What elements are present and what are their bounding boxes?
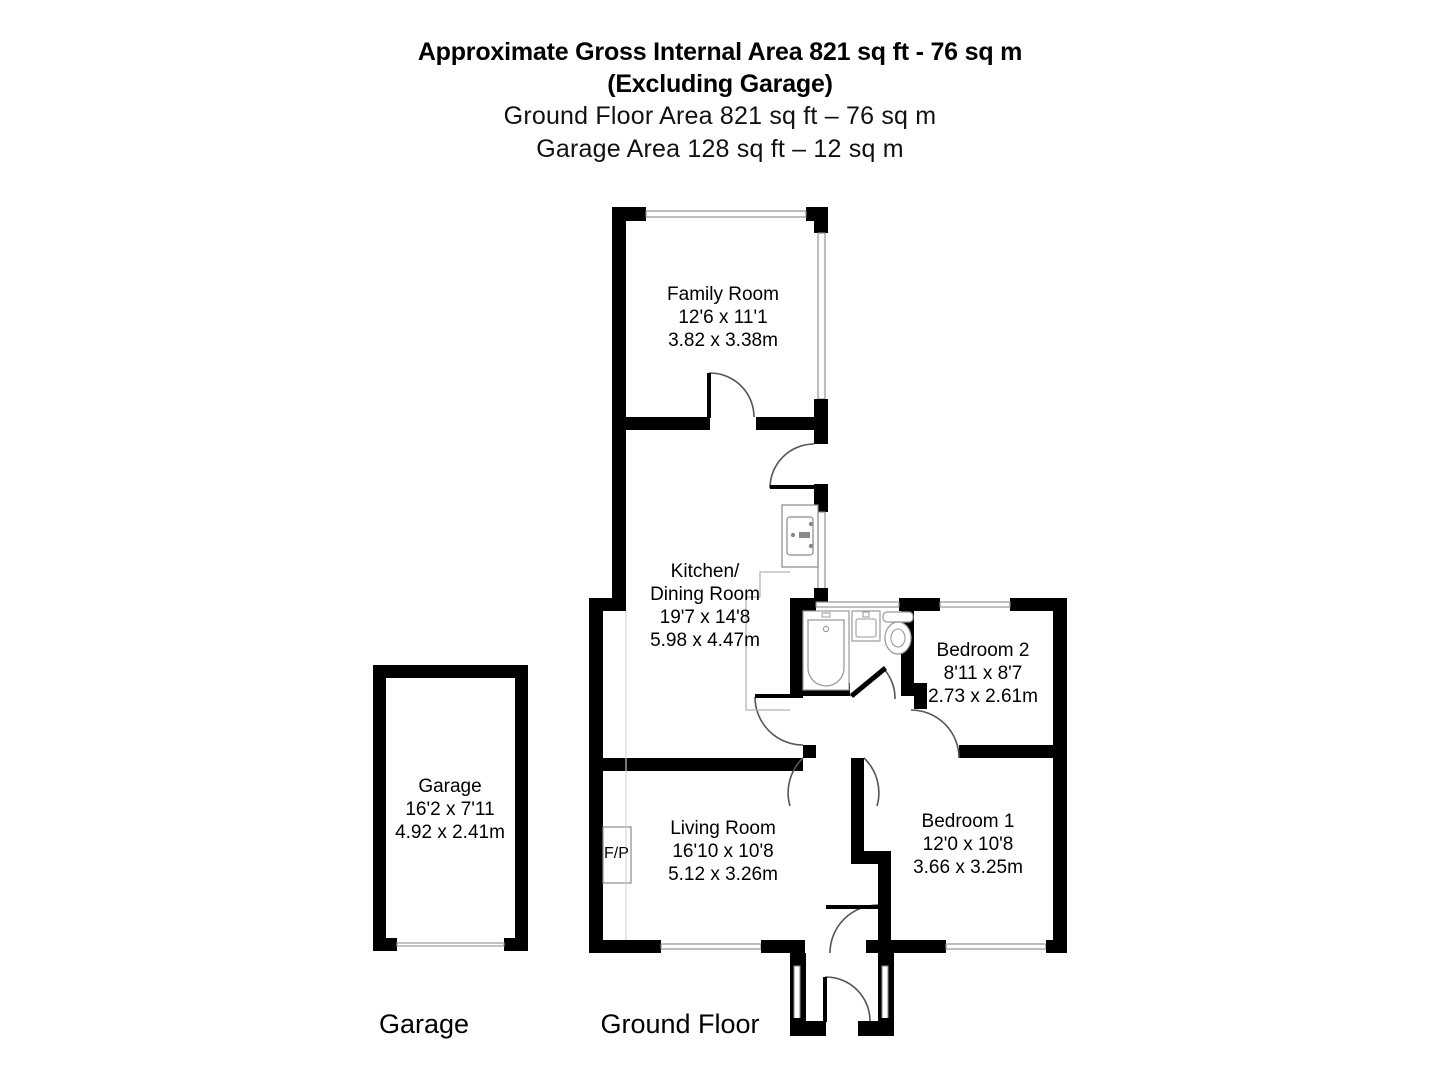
header-line-2: (Excluding Garage) [607,70,833,98]
room-label-family-room: Family Room 12'6 x 11'1 3.82 x 3.38m [667,283,779,352]
bathtub-icon [802,610,850,691]
header-line-3: Ground Floor Area 821 sq ft – 76 sq m [503,102,937,130]
bedroom-2-metric: 2.73 x 2.61m [928,686,1038,707]
kitchen-dining-imperial: 19'7 x 14'8 [659,607,751,628]
bedroom-2-name: Bedroom 2 [936,640,1030,661]
floor-label-garage: Garage [378,1009,470,1039]
living-room-name: Living Room [670,818,776,839]
kitchen-dining-name-2: Dining Room [650,584,760,605]
bedroom-2-imperial: 8'11 x 8'7 [943,663,1023,684]
fireplace-label: F/P [604,845,629,862]
header-line-4: Garage Area 128 sq ft – 12 sq m [536,135,904,163]
bedroom-1-imperial: 12'0 x 10'8 [922,834,1014,855]
room-label-living-room: Living Room 16'10 x 10'8 5.12 x 3.26m [668,817,778,886]
room-label-kitchen-dining: Kitchen/ Dining Room 19'7 x 14'8 5.98 x … [650,560,760,652]
plan-header: Approximate Gross Internal Area 821 sq f… [0,36,1440,166]
family-room-name: Family Room [667,284,779,305]
garage-imperial: 16'2 x 7'11 [405,799,495,820]
kitchen-sink-icon [781,504,819,568]
room-label-garage: Garage 16'2 x 7'11 4.92 x 2.41m [395,775,505,844]
family-room-imperial: 12'6 x 11'1 [678,307,768,328]
family-room-metric: 3.82 x 3.38m [668,330,778,351]
bedroom-1-name: Bedroom 1 [921,811,1015,832]
toilet-icon [882,611,914,655]
room-label-bedroom-2: Bedroom 2 8'11 x 8'7 2.73 x 2.61m [928,639,1038,708]
room-label-bedroom-1: Bedroom 1 12'0 x 10'8 3.66 x 3.25m [913,810,1023,879]
bedroom-1-metric: 3.66 x 3.25m [913,857,1023,878]
kitchen-worktop [745,571,790,711]
garage-name: Garage [418,776,482,797]
washbasin-icon [851,610,881,642]
kitchen-dining-metric: 5.98 x 4.47m [650,630,760,651]
fixtures [602,504,914,940]
living-room-imperial: 16'10 x 10'8 [672,841,774,862]
garage-structure [373,665,528,951]
kitchen-dining-name-1: Kitchen/ [670,561,740,582]
header-line-1: Approximate Gross Internal Area 821 sq f… [417,38,1023,66]
garage-metric: 4.92 x 2.41m [395,822,505,843]
living-room-metric: 5.12 x 3.26m [668,864,778,885]
floor-label-ground-floor: Ground Floor [600,1009,760,1039]
